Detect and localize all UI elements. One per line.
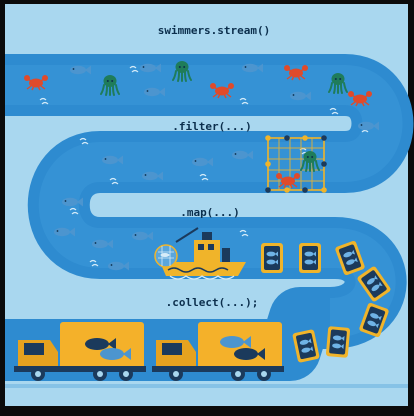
stream-label: swimmers.stream(): [157, 24, 271, 37]
fish-package-icon: [299, 243, 321, 273]
ground-line: [5, 384, 408, 388]
fish-package-icon: [261, 243, 283, 273]
collect-label: .collect(...);: [165, 296, 259, 309]
map-label: .map(...): [180, 206, 240, 219]
fish-package-icon: [325, 326, 351, 358]
boat-icon: [154, 227, 246, 280]
truck-icon: [14, 322, 146, 381]
net-icon: [265, 135, 327, 193]
filter-label: .filter(...): [172, 120, 252, 133]
truck-icon: [152, 322, 284, 381]
